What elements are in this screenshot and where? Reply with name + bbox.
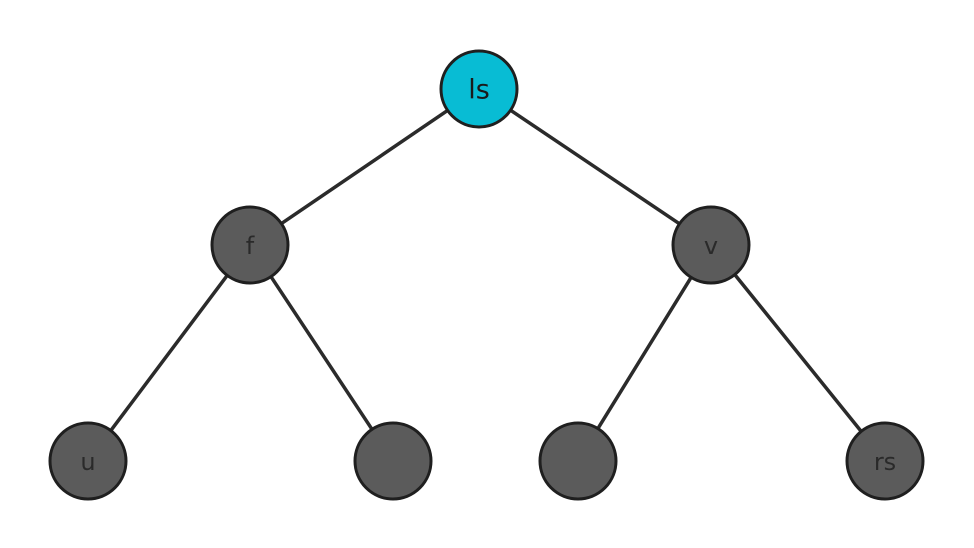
tree-node-left-right (353, 421, 433, 501)
node-circle-right (671, 205, 751, 285)
node-circle-left (210, 205, 290, 285)
tree-node-right: v (671, 205, 751, 285)
node-circle-right-right (845, 421, 925, 501)
node-circle-right-left (538, 421, 618, 501)
node-label-root: ls (468, 75, 490, 106)
node-circle-left-right (353, 421, 433, 501)
node-label-left: f (246, 232, 255, 260)
edge-root-to-left (279, 108, 450, 226)
edge-left-to-left-right (269, 274, 374, 432)
node-circle-root (439, 49, 519, 129)
edges-layer (109, 108, 863, 434)
node-label-right: v (704, 232, 718, 260)
edge-right-to-right-left (596, 275, 693, 431)
tree-node-right-right: rs (845, 421, 925, 501)
tree-node-right-left (538, 421, 618, 501)
tree-node-left: f (210, 205, 290, 285)
edge-right-to-right-right (733, 272, 863, 434)
edge-root-to-right (508, 108, 682, 226)
tree-node-left-left: u (48, 421, 128, 501)
node-circle-left-left (48, 421, 128, 501)
nodes-layer: ls f v u rs (48, 49, 925, 501)
node-label-left-left: u (80, 448, 95, 476)
tree-node-root: ls (439, 49, 519, 129)
node-label-right-right: rs (874, 448, 896, 476)
edge-left-to-left-left (109, 273, 229, 433)
